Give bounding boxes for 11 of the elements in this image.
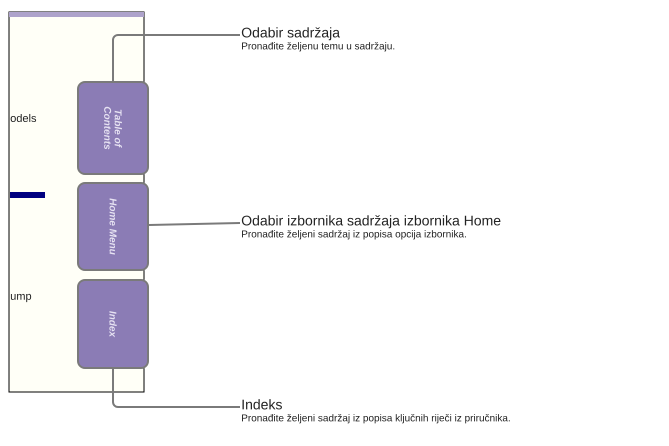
callout-text: Odabir sadržaja Pronađite željenu temu u sadržaju. [242, 27, 394, 52]
callout-text: Indeks Pronađite željeni sadržaj iz popisa ključnih riječi iz priručnika. [242, 399, 510, 424]
tab-button: Home Menu [77, 182, 149, 271]
page-text: odels [10, 114, 36, 122]
leader-line [112, 368, 240, 408]
page-text: ump [10, 294, 32, 302]
leader-line [148, 222, 240, 226]
leader-line [112, 34, 240, 81]
callout-text: Odabir izbornika sadržaja izbornika Home Pronađite željeni sadržaj iz popisa opcija izbornika. [242, 215, 500, 240]
tab-button: Table of Contents [77, 81, 149, 175]
tab-button: Index [77, 279, 149, 369]
